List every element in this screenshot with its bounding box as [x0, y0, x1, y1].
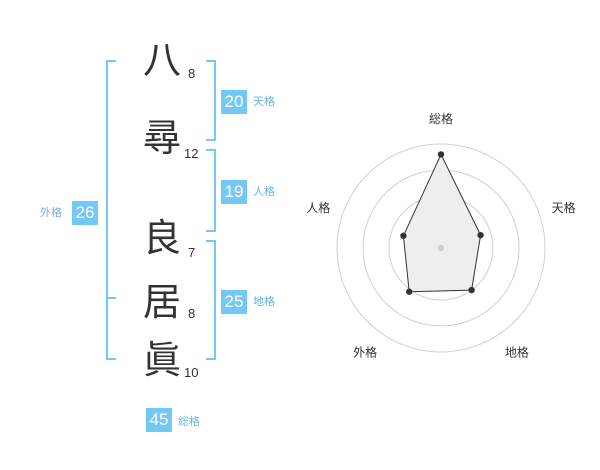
gaikaku-bracket-divider	[106, 297, 116, 299]
radar-point-1	[437, 151, 445, 158]
radar-axis-label-4: 外格	[353, 344, 377, 359]
tenkaku-label: 天格	[253, 95, 275, 108]
chikaku-bracket	[206, 240, 216, 360]
radar-polygon	[402, 153, 482, 293]
soukaku-label: 総格	[178, 415, 200, 428]
tenkaku-value: 20	[221, 90, 247, 114]
name-char-3: 良	[142, 216, 181, 260]
name-char-5: 眞	[142, 338, 181, 382]
radar-axis-label-5: 人格	[306, 200, 330, 215]
tenkaku-bracket	[206, 60, 216, 141]
radar-axis-label-3: 地格	[505, 344, 529, 359]
jinkaku-bracket	[206, 149, 216, 232]
gaikaku-bracket	[106, 60, 116, 360]
name-char-4: 居	[142, 280, 181, 324]
stroke-count-5: 10	[184, 365, 199, 380]
name-char-1: 八	[142, 38, 181, 82]
stroke-count-1: 8	[188, 66, 196, 81]
soukaku-value: 45	[146, 408, 172, 432]
chikaku-label: 地格	[253, 295, 275, 308]
jinkaku-label: 人格	[253, 185, 275, 198]
gaikaku-value: 26	[72, 201, 98, 225]
radar-center-point	[438, 245, 444, 251]
jinkaku-value: 19	[221, 180, 247, 204]
radar-point-4	[406, 288, 413, 295]
stroke-count-4: 8	[188, 306, 196, 321]
radar-point-2	[477, 231, 484, 239]
radar-point-3	[468, 286, 475, 294]
radar-point-5	[400, 232, 407, 239]
radar-axis-label-1: 総格	[429, 111, 453, 126]
stroke-count-3: 7	[188, 245, 196, 260]
chikaku-value: 25	[221, 290, 247, 314]
radar-ring-4	[336, 143, 546, 353]
name-char-2: 尋	[142, 116, 181, 160]
gaikaku-label: 外格	[40, 206, 62, 219]
radar-axis-label-2: 天格	[552, 200, 576, 215]
stroke-count-2: 12	[184, 146, 199, 161]
